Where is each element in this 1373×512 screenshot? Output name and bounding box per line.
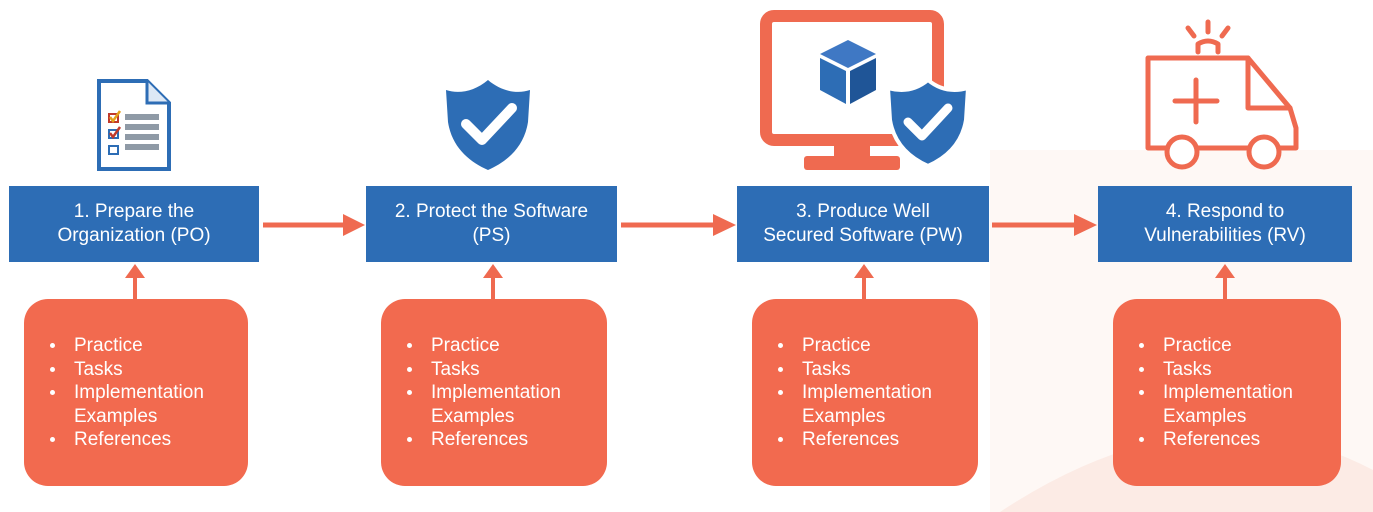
bullet-dot (778, 343, 783, 348)
bullet-dot (407, 390, 412, 395)
phase-label: 2. Protect the Software (PS) (394, 201, 589, 246)
item-text: Practice (431, 335, 500, 356)
bullet-dot (1139, 366, 1144, 372)
bullet-dot (50, 390, 55, 395)
list-item: References (1131, 428, 1331, 452)
list-item: Practice (399, 334, 597, 358)
detail-card-ps: Practice Tasks Implementation Examples R… (381, 299, 607, 486)
up-arrow (483, 264, 503, 300)
bullet-dot (407, 437, 412, 442)
item-text: References (74, 429, 172, 450)
phase-box-rv: 4. Respond to Vulnerabilities (RV) (1098, 186, 1352, 262)
item-text: References (431, 429, 529, 450)
list-item: Tasks (42, 358, 238, 382)
list-item: Implementation Examples (399, 381, 597, 428)
list-item: Implementation Examples (42, 381, 238, 428)
phase-label: 1. Prepare the Organization (PO) (57, 201, 211, 246)
list-item: References (399, 428, 597, 452)
flow-arrow (992, 214, 1097, 236)
phase-box-ps: 2. Protect the Software (PS) (366, 186, 617, 262)
phase-box-po: 1. Prepare the Organization (PO) (9, 186, 259, 262)
item-text: Practice (1163, 335, 1232, 356)
item-text: References (802, 429, 900, 450)
item-text: Implementation Examples (431, 382, 561, 427)
item-text: Tasks (1163, 358, 1212, 380)
up-arrow (125, 264, 145, 300)
list-item: Implementation Examples (1131, 381, 1331, 428)
ambulance-icon (1140, 18, 1304, 177)
detail-card-pw: Practice Tasks Implementation Examples R… (752, 299, 978, 486)
monitor-cube-shield-icon (758, 8, 973, 179)
list-item: References (42, 428, 238, 452)
bullet-dot (50, 437, 55, 442)
bullet-dot (778, 437, 783, 442)
bullet-dot (50, 366, 55, 372)
detail-list: Practice Tasks Implementation Examples R… (399, 334, 597, 452)
up-arrow (854, 264, 874, 300)
item-text: Tasks (74, 358, 123, 380)
bullet-dot (407, 366, 412, 372)
list-item: Practice (1131, 334, 1331, 358)
flow-arrow (621, 214, 736, 236)
detail-list: Practice Tasks Implementation Examples R… (42, 334, 238, 452)
detail-list: Practice Tasks Implementation Examples R… (770, 334, 968, 452)
list-item: Implementation Examples (770, 381, 968, 428)
item-text: Tasks (431, 358, 480, 380)
bullet-dot (1139, 437, 1144, 442)
list-item: References (770, 428, 968, 452)
item-text: Tasks (802, 358, 851, 380)
item-text: References (1163, 429, 1261, 450)
item-text: Practice (802, 335, 871, 356)
bullet-dot (50, 343, 55, 348)
item-text: Implementation Examples (1163, 382, 1293, 427)
bullet-dot (1139, 343, 1144, 348)
item-text: Implementation Examples (802, 382, 932, 427)
phase-label: 4. Respond to Vulnerabilities (RV) (1144, 201, 1306, 246)
bullet-dot (1139, 390, 1144, 395)
bullet-dot (778, 390, 783, 395)
bullet-dot (407, 343, 412, 348)
list-item: Tasks (399, 358, 597, 382)
list-item: Tasks (770, 358, 968, 382)
flow-arrow (263, 214, 365, 236)
bullet-dot (778, 366, 783, 372)
list-item: Tasks (1131, 358, 1331, 382)
shield-check-icon (442, 76, 534, 177)
checklist-document-icon (95, 78, 173, 177)
phase-label: 3. Produce Well Secured Software (PW) (763, 201, 963, 246)
phase-box-pw: 3. Produce Well Secured Software (PW) (737, 186, 989, 262)
detail-card-rv: Practice Tasks Implementation Examples R… (1113, 299, 1341, 486)
detail-list: Practice Tasks Implementation Examples R… (1131, 334, 1331, 452)
item-text: Implementation Examples (74, 382, 204, 427)
detail-card-po: Practice Tasks Implementation Examples R… (24, 299, 248, 486)
list-item: Practice (42, 334, 238, 358)
item-text: Practice (74, 335, 143, 356)
list-item: Practice (770, 334, 968, 358)
up-arrow (1215, 264, 1235, 300)
